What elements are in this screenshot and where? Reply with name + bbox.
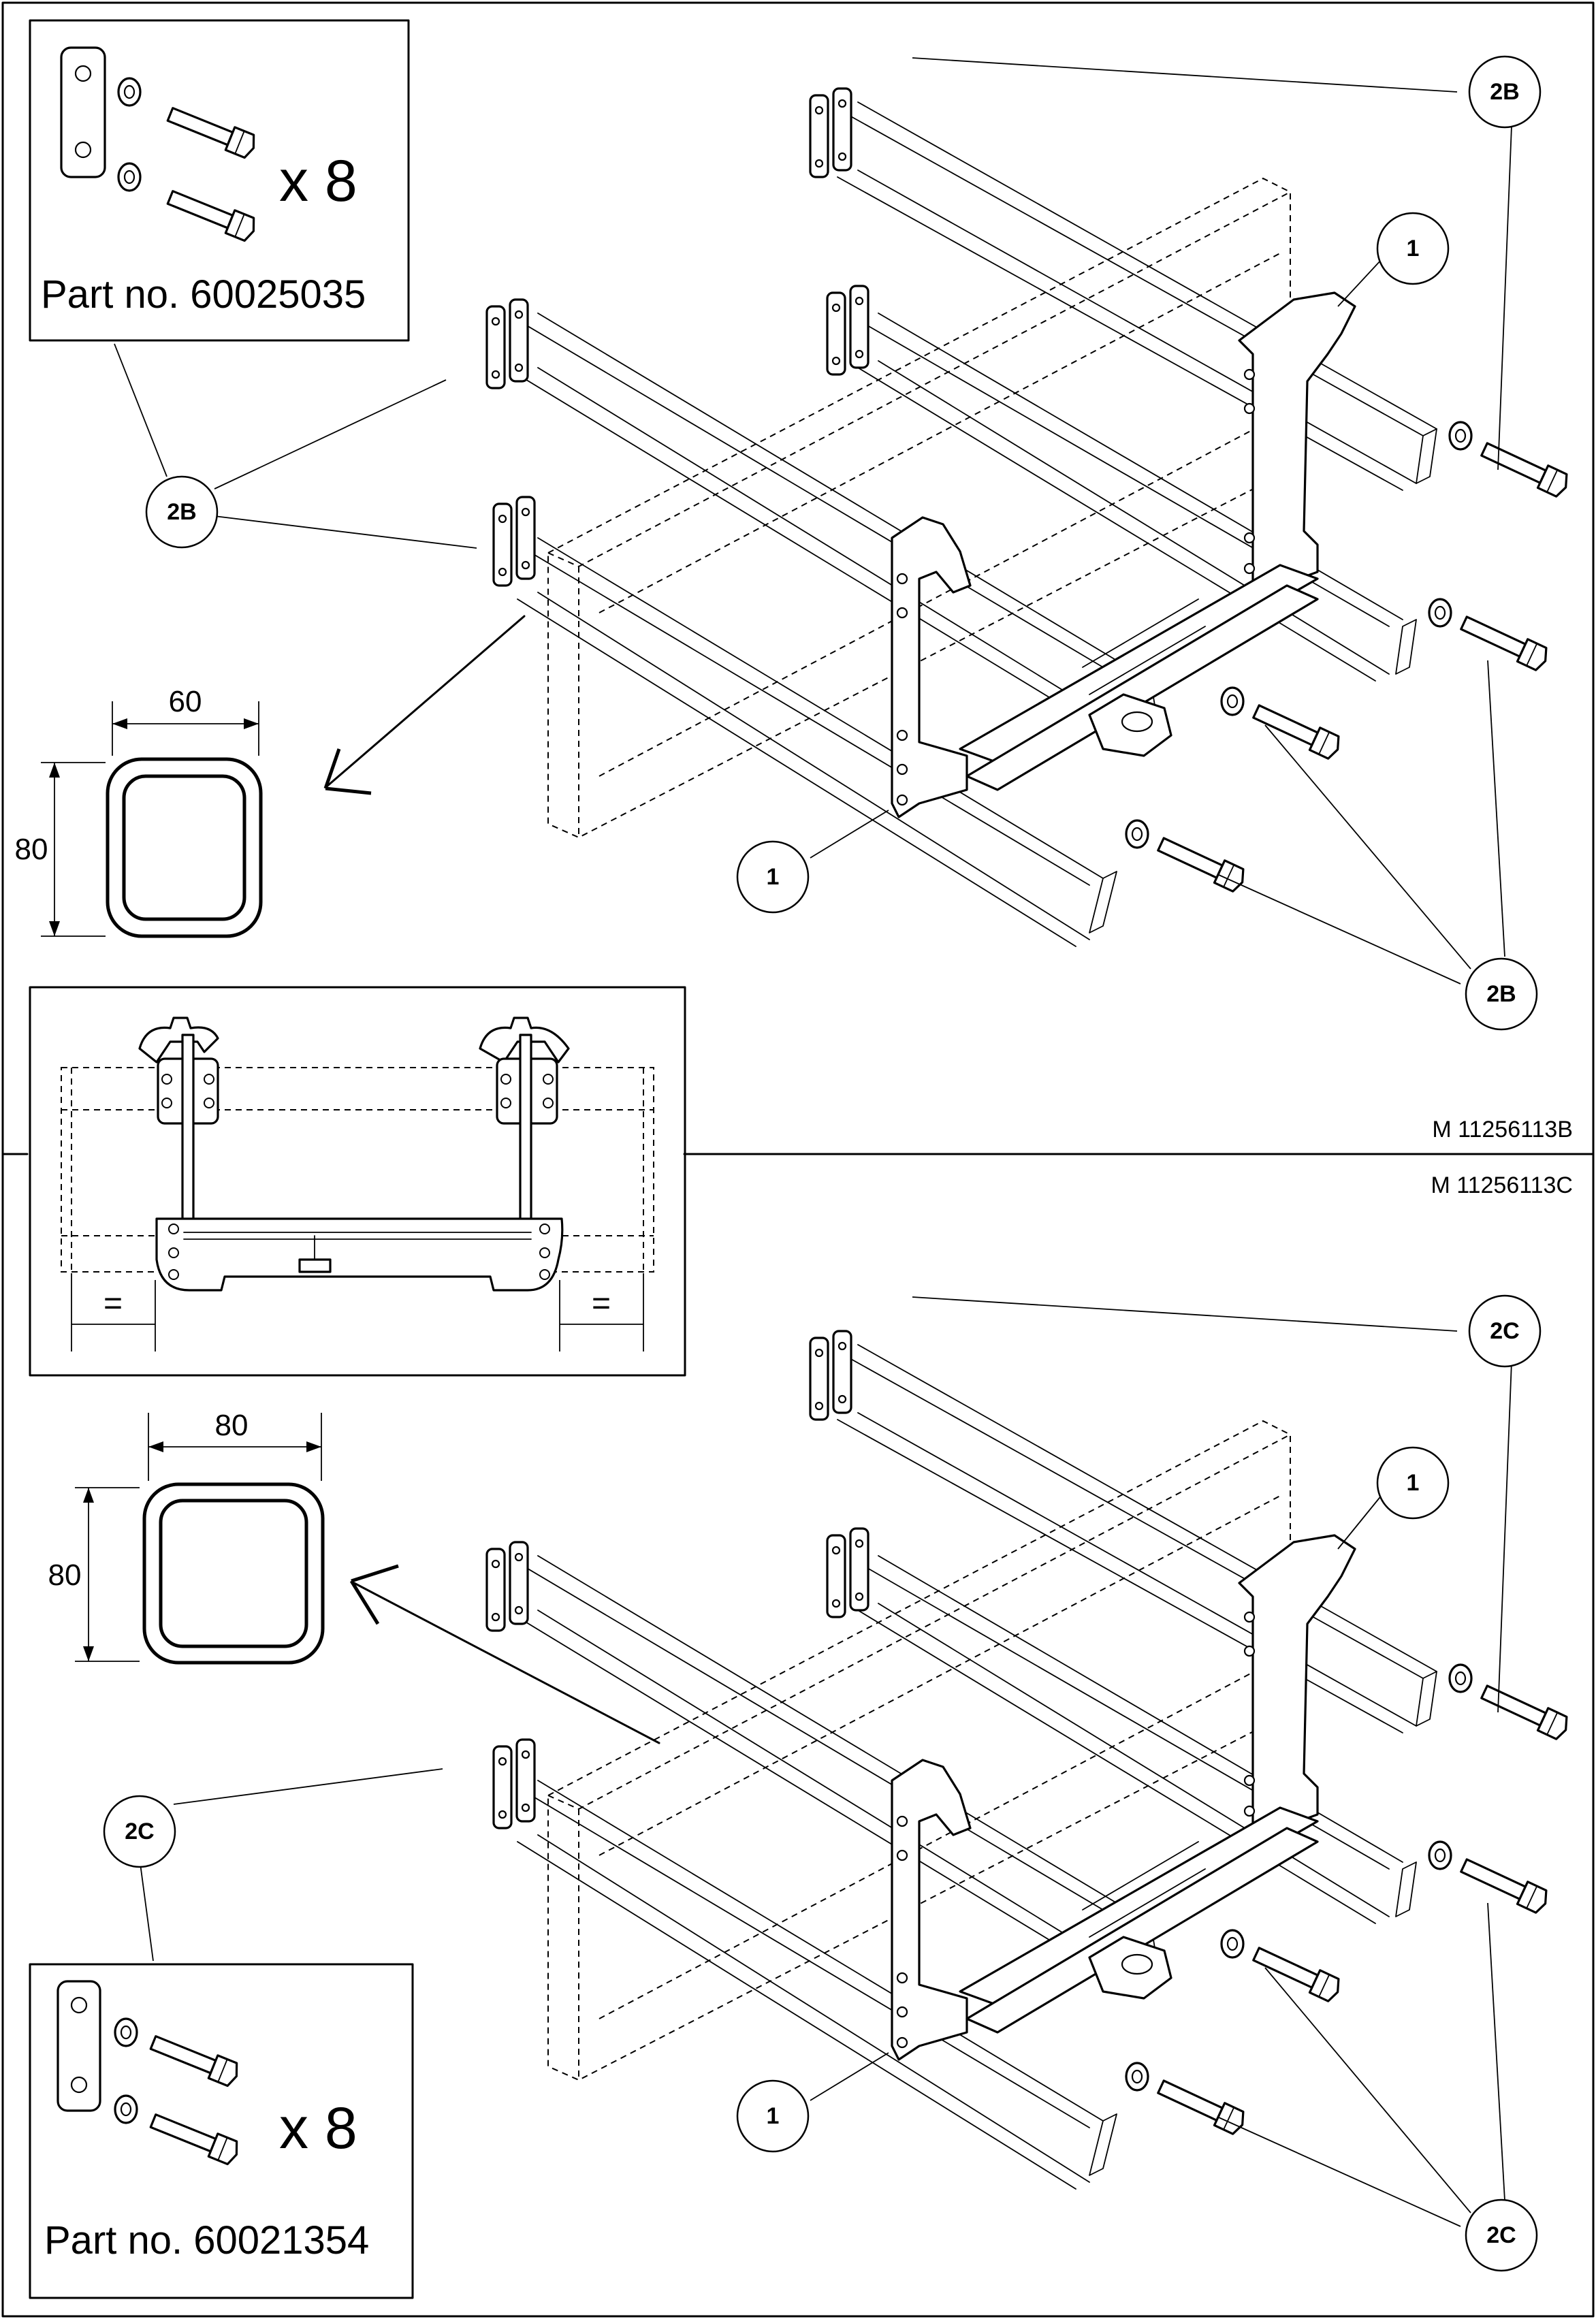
- profile-section-60x80: 60 80: [15, 685, 263, 938]
- kit-quantity: x 8: [279, 148, 357, 214]
- section-pointer-arrow: [349, 1564, 399, 1625]
- profile-width: 80: [215, 1409, 249, 1442]
- svg-text:2C: 2C: [125, 1819, 154, 1844]
- equal-mark-right: =: [592, 1285, 611, 1322]
- callout-2b-bottom: 2B: [1465, 957, 1538, 1031]
- kit-box-2c: x 8 Part no. 60021354: [29, 1963, 414, 2299]
- drawing-code-lower: M 11256113C: [1431, 1172, 1573, 1198]
- callout-2c-left: 2C: [103, 1795, 176, 1868]
- profile-section-80x80: 80 80: [48, 1409, 325, 1665]
- svg-text:2B: 2B: [1490, 79, 1519, 105]
- svg-text:2B: 2B: [167, 499, 196, 525]
- kit-quantity: x 8: [279, 2096, 357, 2161]
- callout-2c-top: 2C: [1468, 1294, 1542, 1368]
- top-view-inset: = =: [29, 986, 686, 1377]
- profile-height: 80: [48, 1558, 82, 1592]
- svg-text:1: 1: [767, 2103, 780, 2129]
- lower-assembly: 80 80 x 8 Part no. 60021354: [29, 1294, 1571, 2299]
- kit-part-number: Part no. 60025035: [41, 272, 366, 317]
- svg-text:1: 1: [1407, 1470, 1420, 1496]
- equal-mark-left: =: [103, 1285, 123, 1322]
- callout-1-left: 1: [736, 840, 810, 914]
- callout-2b-left: 2B: [145, 475, 219, 549]
- profile-width: 60: [169, 685, 202, 718]
- callout-2b-top: 2B: [1468, 55, 1542, 129]
- drawing-code-upper: M 11256113B: [1432, 1117, 1573, 1142]
- upper-assembly: x 8 Part no. 60025035 60 80: [15, 19, 1573, 1142]
- svg-text:1: 1: [767, 864, 780, 890]
- callout-1-right: 1: [1376, 212, 1450, 285]
- svg-text:1: 1: [1407, 236, 1420, 261]
- callout-1-right: 1: [1376, 1446, 1450, 1520]
- kit-part-number: Part no. 60021354: [44, 2218, 369, 2262]
- kit-box-2b: x 8 Part no. 60025035: [29, 19, 410, 342]
- callout-2c-bottom: 2C: [1465, 2198, 1538, 2272]
- profile-height: 80: [15, 833, 48, 866]
- section-pointer-arrow: [323, 748, 372, 795]
- svg-text:2C: 2C: [1486, 2222, 1516, 2248]
- callout-1-left: 1: [736, 2079, 810, 2153]
- svg-text:2B: 2B: [1486, 981, 1516, 1007]
- svg-text:2C: 2C: [1490, 1318, 1519, 1344]
